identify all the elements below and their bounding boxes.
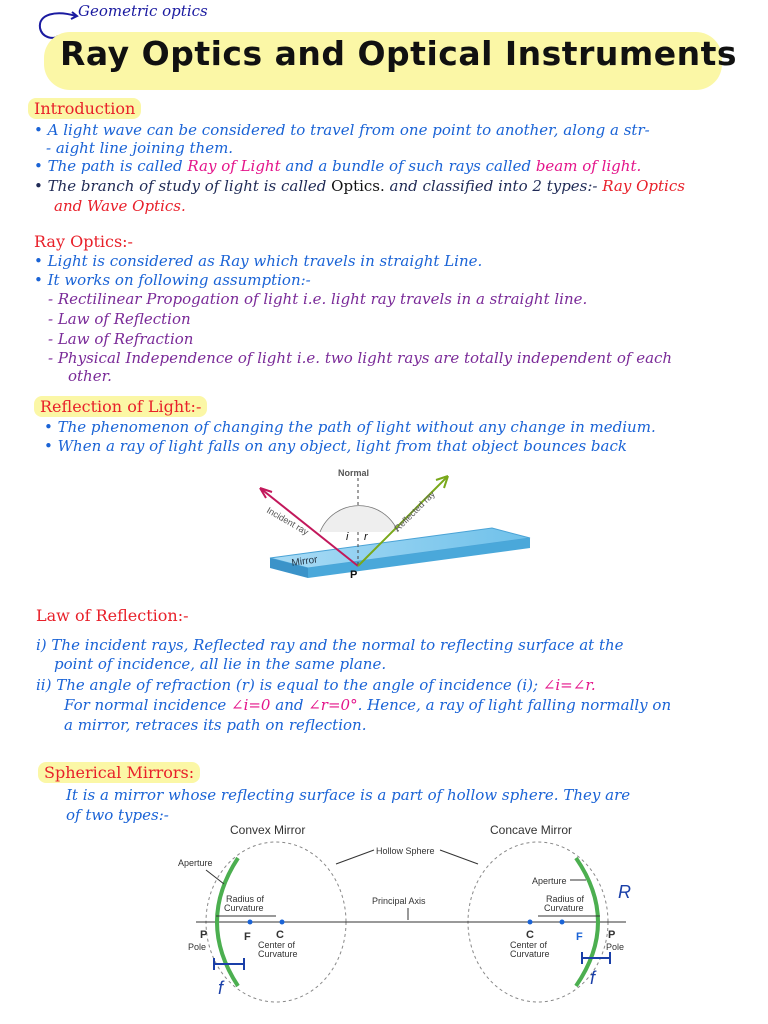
law-line-2: point of incidence, all lie in the same …: [54, 655, 387, 673]
pole-left-label: Pole: [188, 942, 206, 952]
page-title: Ray Optics and Optical Instruments: [60, 34, 738, 73]
angle-r-label: r: [364, 531, 369, 543]
title-highlight: [44, 32, 722, 90]
aperture-left-label: Aperture: [178, 858, 213, 868]
hollow-sphere-label: Hollow Sphere: [376, 846, 435, 856]
reflection-bullet-2: • When a ray of light falls on any objec…: [44, 437, 627, 455]
reflected-arrow-icon: [435, 475, 449, 489]
reflected-label: Reflected ray: [392, 488, 437, 533]
ray-optics-term: Ray Optics: [602, 177, 685, 195]
focal-length-left-label: f: [218, 978, 225, 998]
law-line-1: i) The incident rays, Reflected ray and …: [36, 636, 624, 654]
hollow-sphere-pointer-right: [439, 849, 479, 865]
center-left-point: [279, 919, 285, 925]
intro-bullet-2: • The path is called Ray of Light and a …: [34, 157, 641, 175]
center-right-label-1: Center of: [510, 940, 548, 950]
center-right-label-2: Curvature: [510, 949, 550, 959]
center-left-label-2: Curvature: [258, 949, 298, 959]
center-left-label-1: Center of: [258, 940, 296, 950]
hollow-sphere-pointer-left: [335, 849, 375, 865]
normal-label: Normal: [338, 468, 369, 478]
radius-left-label-2: Curvature: [224, 903, 264, 913]
law-l4-text-c: . Hence, a ray of light falling normally…: [357, 696, 672, 714]
assumption-1: - Rectilinear Propogation of light i.e. …: [48, 290, 588, 308]
assumption-4-line-2: other.: [68, 367, 112, 385]
pole-right-letter: P: [608, 929, 615, 941]
mirror-edge-side: [308, 538, 530, 578]
intro-bullet-3-line-2: and Wave Optics.: [54, 197, 186, 215]
spherical-line-2: of two types:-: [66, 806, 169, 824]
ray-optics-bullet-1: • Light is considered as Ray which trave…: [34, 252, 483, 270]
law-heading: Law of Reflection:-: [36, 606, 189, 625]
aperture-left-pointer: [205, 869, 225, 885]
optics-term: Optics.: [331, 177, 385, 195]
mirror-label: Mirror: [291, 554, 319, 569]
assumption-3: - Law of Refraction: [48, 330, 194, 348]
concave-mirror-title: Concave Mirror: [490, 823, 572, 837]
reflected-ray: [357, 475, 449, 567]
law-line-3: ii) The angle of refraction (r) is equal…: [36, 676, 596, 694]
angle-i-label: i: [346, 531, 349, 543]
intro-b2-text-b: and a bundle of such rays called: [280, 157, 536, 175]
pole-left-letter: P: [200, 929, 207, 941]
focal-length-right-label: f: [590, 968, 597, 988]
reflection-heading: Reflection of Light:-: [34, 396, 208, 417]
topic-note: Geometric optics: [78, 2, 208, 20]
focus-right-letter: F: [576, 931, 583, 943]
focus-right-point: [559, 919, 565, 925]
intro-bullet-1-line-1: • A light wave can be considered to trav…: [34, 121, 650, 139]
focus-left-letter: F: [244, 931, 251, 943]
convex-mirror-arc: [215, 856, 240, 988]
intro-bullet-1-line-2: - aight line joining them.: [46, 139, 234, 157]
angle-i-zero: ∠i=0: [231, 696, 271, 714]
spherical-line-1: It is a mirror whose reflecting surface …: [66, 786, 631, 804]
introduction-heading: Introduction: [28, 98, 142, 119]
principal-axis-label: Principal Axis: [372, 896, 426, 906]
incident-arrow-icon: [259, 487, 273, 499]
assumption-4-line-1: - Physical Independence of light i.e. tw…: [48, 349, 673, 367]
incident-ray: [259, 487, 359, 567]
center-right-point: [527, 919, 533, 925]
intro-bullet-3: • The branch of study of light is called…: [34, 177, 685, 195]
spherical-heading: Spherical Mirrors:: [38, 762, 201, 783]
intro-b3-text-a: • The branch of study of light is called: [34, 177, 332, 195]
concave-mirror-arc: [574, 856, 600, 988]
reflection-bullet-1: • The phenomenon of changing the path of…: [44, 418, 656, 436]
angle-equality: ∠i=∠r.: [542, 676, 596, 694]
law-line-4: For normal incidence ∠i=0 and ∠r=0°. Hen…: [64, 696, 671, 714]
mirror-edge-front: [270, 558, 308, 578]
spherical-mirrors-diagram: Convex Mirror Concave Mirror Hollow Sphe…: [178, 823, 631, 1003]
pole-right-label: Pole: [606, 942, 624, 952]
point-p-label: P: [350, 569, 357, 581]
center-left-letter: C: [276, 929, 284, 941]
intro-b2-text-a: • The path is called: [34, 157, 188, 175]
radius-hand-label: R: [618, 882, 631, 902]
convex-mirror-title: Convex Mirror: [230, 823, 305, 837]
aperture-right-label: Aperture: [532, 876, 567, 886]
law-l4-text-a: For normal incidence: [64, 696, 231, 714]
angle-r-zero: ∠r=0°: [308, 696, 358, 714]
radius-right-label-2: Curvature: [544, 903, 584, 913]
focus-left-point: [247, 919, 253, 925]
radius-left-label-1: Radius of: [226, 894, 265, 904]
angle-arc: [319, 505, 399, 533]
radius-right-label-1: Radius of: [546, 894, 585, 904]
ray-optics-bullet-2: • It works on following assumption:-: [34, 271, 311, 289]
beam-of-light-term: beam of light.: [535, 157, 642, 175]
ray-optics-heading: Ray Optics:-: [34, 232, 133, 251]
law-l3-text: ii) The angle of refraction (r) is equal…: [36, 676, 543, 694]
intro-b3-text-b: and classified into 2 types:-: [384, 177, 603, 195]
law-l4-text-b: and: [270, 696, 309, 714]
reflection-diagram: Normal Incident ray Reflected ray i r Mi…: [259, 468, 531, 581]
ray-of-light-term: Ray of Light: [187, 157, 281, 175]
law-line-5: a mirror, retraces its path on reflectio…: [64, 716, 367, 734]
center-right-letter: C: [526, 929, 534, 941]
assumption-2: - Law of Reflection: [48, 310, 191, 328]
